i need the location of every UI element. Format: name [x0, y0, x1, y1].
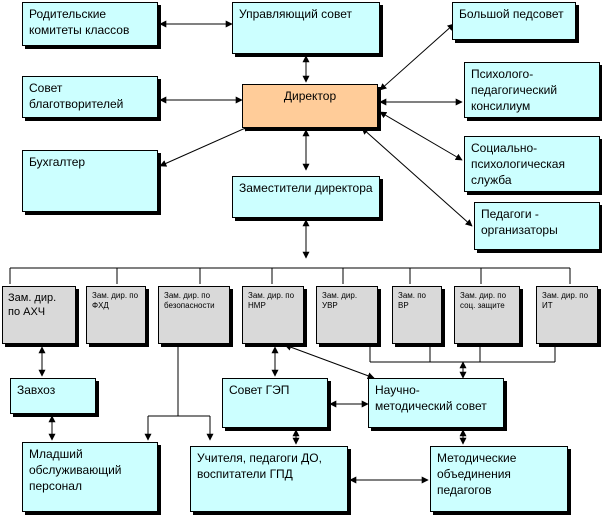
node-deputy-nmr: Зам. дир. по НМР	[242, 286, 304, 344]
node-psych-council: Психолого-педагогический консилиум	[464, 62, 600, 118]
node-parents: Родительские комитеты классов	[22, 2, 158, 46]
node-deputy-social: Зам. дир. по соц. защите	[454, 286, 520, 344]
arrow-accountant-director	[159, 125, 251, 167]
node-deputy-safety: Зам. дир. по безопасности	[158, 286, 230, 344]
node-charity: Совет благотворителей	[22, 76, 158, 118]
node-accountant: Бухгалтер	[22, 150, 158, 212]
node-deputies: Заместители директора	[232, 176, 380, 218]
node-deputy-fhd: Зам. дир. по ФХД	[86, 286, 146, 344]
node-big-council: Большой педсовет	[452, 2, 576, 40]
node-deputy-vr: Зам. по ВР	[392, 286, 442, 344]
node-governing: Управляющий совет	[232, 2, 380, 54]
node-social-service: Социально-психологическая служба	[464, 136, 600, 192]
node-junior-staff: Младший обслуживающий персонал	[22, 442, 158, 512]
node-organizers: Педагоги - организаторы	[474, 202, 600, 250]
node-method-assoc: Методические объединения педагогов	[430, 446, 568, 512]
arrow-director-organizers	[361, 127, 473, 227]
node-gep: Совет ГЭП	[222, 378, 328, 428]
node-scimethod: Научно-методический совет	[368, 378, 504, 428]
arrow-director-social	[379, 111, 463, 161]
node-deputy-uvr: Зам. дир. УВР	[316, 286, 378, 344]
node-director: Директор	[242, 84, 378, 128]
node-teachers: Учителя, педагоги ДО, воспитатели ГПД	[190, 446, 348, 512]
node-deputy-it: Зам. дир. по ИТ	[536, 286, 598, 344]
node-supply: Завхоз	[10, 378, 96, 414]
arrow-director-bigcouncil	[379, 23, 455, 91]
node-deputy-ahch: Зам. дир. по АХЧ	[2, 286, 76, 344]
arrow-nmr-scimethod	[284, 343, 375, 380]
